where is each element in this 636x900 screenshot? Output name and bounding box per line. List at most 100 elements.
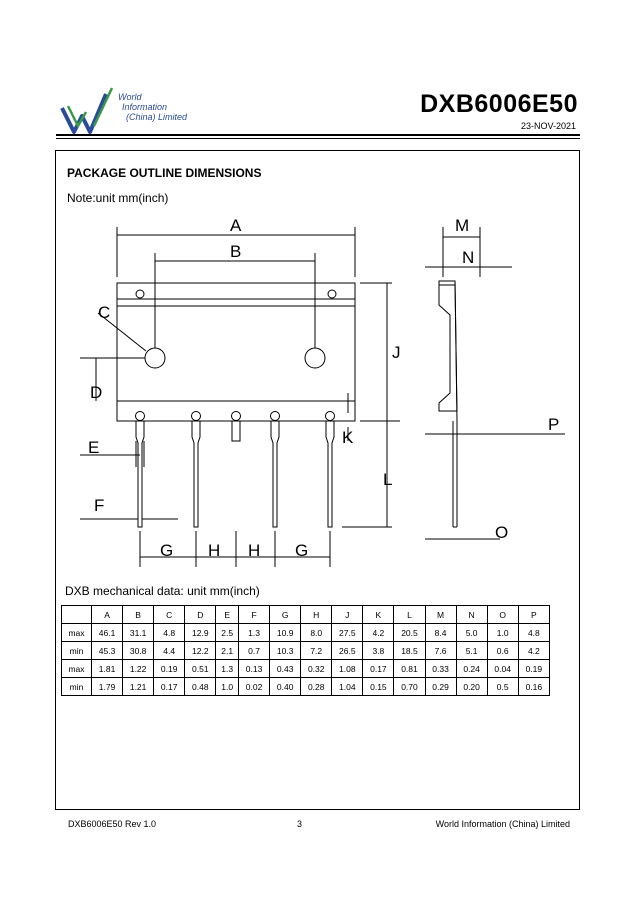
column-header: A bbox=[90, 605, 124, 624]
table-cell: 12.2 bbox=[184, 641, 217, 660]
dim-label-g-right: G bbox=[295, 541, 308, 560]
table-cell: 2.5 bbox=[215, 623, 240, 642]
company-line-1: World bbox=[118, 92, 142, 102]
table-cell: 5.1 bbox=[455, 641, 488, 660]
table-cell: 0.40 bbox=[269, 677, 302, 696]
table-cell: 8.0 bbox=[300, 623, 333, 642]
footer-company-name: World Information (China) Limited bbox=[435, 819, 570, 829]
table-cell: 4.8 bbox=[153, 623, 186, 642]
dim-label-d: D bbox=[90, 383, 102, 402]
content-frame bbox=[55, 150, 580, 810]
company-line-3: (China) Limited bbox=[126, 112, 188, 122]
table-cell: 0.20 bbox=[455, 677, 488, 696]
row-label: max bbox=[61, 659, 92, 678]
table-cell: 0.5 bbox=[486, 677, 519, 696]
table-cell: 26.5 bbox=[331, 641, 364, 660]
dim-label-c: C bbox=[98, 303, 110, 322]
row-label: min bbox=[61, 641, 92, 660]
table-cell: 18.5 bbox=[393, 641, 426, 660]
table-cell: 1.3 bbox=[238, 623, 271, 642]
table-cell: 0.13 bbox=[238, 659, 271, 678]
table-cell: 4.8 bbox=[517, 623, 551, 642]
table-cell: 5.0 bbox=[455, 623, 488, 642]
dim-label-h-left: H bbox=[208, 541, 220, 560]
dim-label-e: E bbox=[88, 438, 99, 457]
column-header: N bbox=[455, 605, 488, 624]
column-header: O bbox=[486, 605, 519, 624]
table-cell: 0.28 bbox=[300, 677, 333, 696]
dim-label-n: N bbox=[462, 248, 474, 267]
header-rule bbox=[56, 134, 580, 136]
table-cell: 0.04 bbox=[486, 659, 519, 678]
package-outline-drawing: A B C D E F G H H G J K L M N O P bbox=[80, 216, 565, 567]
dim-label-b: B bbox=[230, 242, 241, 261]
table-cell: 12.9 bbox=[184, 623, 217, 642]
column-header: F bbox=[238, 605, 271, 624]
table-cell: 0.24 bbox=[455, 659, 488, 678]
column-header: K bbox=[362, 605, 395, 624]
table-cell: 1.79 bbox=[90, 677, 124, 696]
table-cell: 0.19 bbox=[153, 659, 186, 678]
column-header: M bbox=[424, 605, 457, 624]
column-header: B bbox=[122, 605, 155, 624]
dim-label-f: F bbox=[94, 496, 104, 515]
section-title: PACKAGE OUTLINE DIMENSIONS bbox=[67, 166, 262, 180]
table-cell: 10.9 bbox=[269, 623, 302, 642]
table-cell: 1.21 bbox=[122, 677, 155, 696]
document-date: 23-NOV-2021 bbox=[520, 121, 576, 131]
table-cell: 0.7 bbox=[238, 641, 271, 660]
table-cell: 0.6 bbox=[486, 641, 519, 660]
table-cell: 3.8 bbox=[362, 641, 395, 660]
table-cell: 7.2 bbox=[300, 641, 333, 660]
dim-label-k: K bbox=[342, 428, 354, 447]
table-header-row: A B C D E F G H J K L M N O P bbox=[61, 605, 551, 624]
table-cell: 1.0 bbox=[215, 677, 240, 696]
column-header: P bbox=[517, 605, 551, 624]
column-header: E bbox=[215, 605, 240, 624]
table-cell: 0.17 bbox=[362, 659, 395, 678]
column-header: L bbox=[393, 605, 426, 624]
dim-label-o: O bbox=[495, 523, 508, 542]
table-cell: 0.16 bbox=[517, 677, 551, 696]
company-logo bbox=[60, 87, 114, 134]
company-line-2: Information bbox=[122, 102, 168, 112]
table-cell: 2.1 bbox=[215, 641, 240, 660]
table-cell: 0.29 bbox=[424, 677, 457, 696]
dim-label-g-left: G bbox=[160, 541, 173, 560]
table-cell: 20.5 bbox=[393, 623, 426, 642]
table-cell: 7.6 bbox=[424, 641, 457, 660]
table-cell: 1.0 bbox=[486, 623, 519, 642]
unit-note: Note:unit mm(inch) bbox=[67, 191, 169, 205]
table-cell: 0.81 bbox=[393, 659, 426, 678]
dim-label-p: P bbox=[548, 415, 559, 434]
table-cell: 30.8 bbox=[122, 641, 155, 660]
footer-document-revision: DXB6006E50 Rev 1.0 bbox=[68, 819, 157, 829]
table-cell: 27.5 bbox=[331, 623, 364, 642]
dim-label-m: M bbox=[455, 216, 469, 235]
footer-page-number: 3 bbox=[297, 819, 303, 829]
table-cell: 46.1 bbox=[90, 623, 124, 642]
table-cell: 0.70 bbox=[393, 677, 426, 696]
table-cell: 0.32 bbox=[300, 659, 333, 678]
column-header: C bbox=[153, 605, 186, 624]
column-header: G bbox=[269, 605, 302, 624]
table-cell: 10.3 bbox=[269, 641, 302, 660]
table-cell: 0.43 bbox=[269, 659, 302, 678]
dim-label-h-right: H bbox=[248, 541, 260, 560]
row-label: min bbox=[61, 677, 92, 696]
column-header: H bbox=[300, 605, 333, 624]
table-cell: 0.33 bbox=[424, 659, 457, 678]
table-cell: 1.3 bbox=[215, 659, 240, 678]
table-corner-cell bbox=[61, 605, 92, 624]
table-cell: 0.51 bbox=[184, 659, 217, 678]
table-cell: 45.3 bbox=[90, 641, 124, 660]
header-rule-thin bbox=[56, 138, 580, 139]
dim-label-a: A bbox=[230, 216, 242, 235]
table-cell: 1.08 bbox=[331, 659, 364, 678]
dim-label-j: J bbox=[392, 343, 401, 362]
